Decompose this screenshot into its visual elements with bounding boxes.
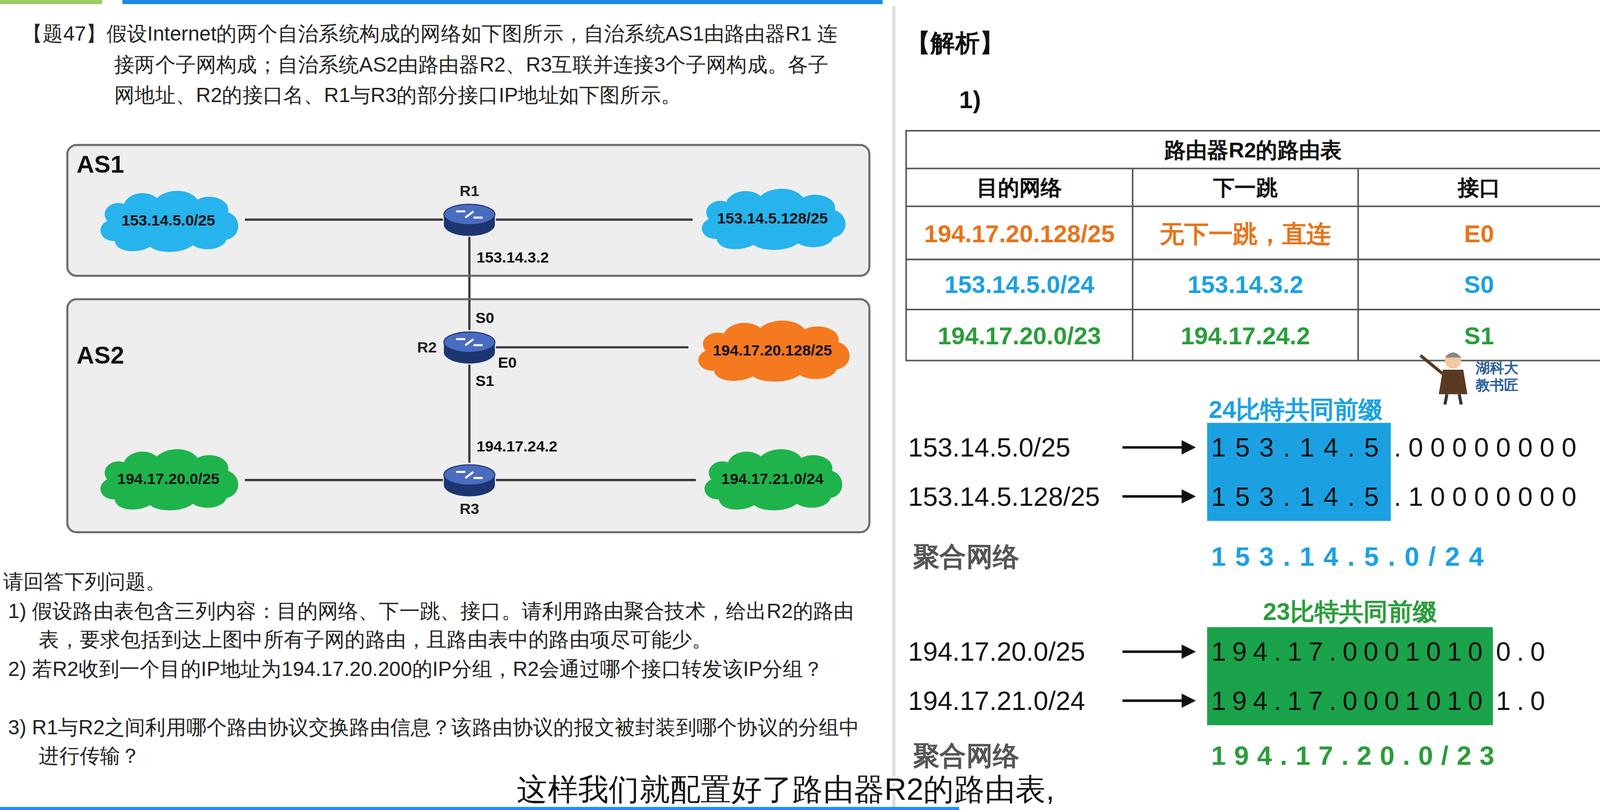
system-name: AS1 <box>76 150 125 179</box>
table-cell: 下一跳 <box>1132 168 1358 207</box>
subnet-address: 153.14.5.128/25 <box>717 208 828 226</box>
cloud-outline <box>100 449 239 511</box>
prefix-bits: 194.17.0001010 <box>1211 684 1489 717</box>
host-bits: .10000000 <box>1393 480 1584 512</box>
link-line <box>468 237 471 330</box>
cloud-outline <box>697 320 850 382</box>
as-fill <box>67 298 870 532</box>
subnet-cloud: 194.17.20.128/25 <box>688 313 857 385</box>
subnet-address: 194.17.21.0/24 <box>721 469 824 487</box>
table-cell: 153.14.5.0/24 <box>906 259 1133 310</box>
prefix-bits: 153.14.5 <box>1211 480 1388 512</box>
interface-address: 194.17.24.2 <box>476 437 558 456</box>
table-cell: 接口 <box>1358 168 1600 207</box>
router-name: R3 <box>459 499 480 518</box>
autonomous-system-box: AS2R2194.17.20.128/25194.17.20.0/25R3194… <box>66 297 871 533</box>
subnet-cloud: 194.17.20.0/25 <box>91 442 246 514</box>
router-icon: R2 <box>442 329 496 365</box>
route-table-grid <box>906 130 1600 361</box>
interface-name: S0 <box>475 308 495 327</box>
router-icon: R3 <box>442 462 496 497</box>
question-text: 2) 若R2收到一个目的IP地址为194.17.20.200的IP分组，R2会通… <box>8 654 876 683</box>
video-subtitle: 这样我们就配置好了路由器R2的路由表, <box>448 772 1123 807</box>
table-cell: 194.17.20.128/25 <box>906 206 1133 260</box>
question-text: 【题47】假设Internet的两个自治系统构成的网络如下图所示，自治系统AS1… <box>22 18 839 111</box>
question-text: 请回答下列问题。 <box>3 566 167 595</box>
table-cell: E0 <box>1358 206 1600 260</box>
subnet-address: 194.17.21.0/24 <box>908 684 1086 717</box>
aggregate-address: 194.17.20.0/23 <box>1211 739 1503 772</box>
interface-name: S1 <box>475 371 495 390</box>
subnet-cloud: 194.17.21.0/24 <box>695 442 850 514</box>
prefix-bits: 194.17.0001010 <box>1211 635 1489 668</box>
table-cell: S1 <box>1358 309 1600 361</box>
subnet-address: 153.14.5.128/25 <box>908 480 1100 512</box>
interface-address: 153.14.3.2 <box>476 248 550 267</box>
cloud-outline <box>704 449 843 511</box>
table-cell: 153.14.3.2 <box>1132 259 1358 310</box>
panel-divider <box>892 6 896 810</box>
question-text: 3) R1与R2之间利用哪个路由协议交换路由信息？该路由协议的报文被封装到哪个协… <box>8 712 876 771</box>
progress-bar <box>0 0 103 5</box>
host-bits: 1.0 <box>1495 684 1552 717</box>
router-icon: R1 <box>442 202 496 237</box>
router-symbol <box>442 329 496 365</box>
subnet-cloud: 153.14.5.0/25 <box>91 183 246 256</box>
item-number: 1) <box>959 84 982 114</box>
host-bits: 0.0 <box>1495 635 1552 668</box>
table-cell: S0 <box>1358 259 1600 310</box>
router-symbol <box>442 202 496 237</box>
cloud-outline <box>701 188 846 250</box>
aggregate-caption: 聚合网络 <box>913 540 1020 573</box>
prefix-highlight <box>1207 626 1493 725</box>
progress-bar <box>0 806 960 810</box>
subnet-address: 153.14.5.0/25 <box>908 431 1071 463</box>
subnet-address: 153.14.5.0/25 <box>121 210 215 228</box>
system-name: AS2 <box>76 341 125 370</box>
table-cell: 194.17.20.0/23 <box>906 309 1133 361</box>
aggregate-caption: 聚合网络 <box>913 739 1020 772</box>
subnet-address: 194.17.20.0/25 <box>908 635 1086 668</box>
host-bits: .00000000 <box>1393 431 1584 463</box>
table-title: 路由器R2的路由表 <box>906 130 1600 169</box>
router-name: R2 <box>417 338 438 357</box>
aggregate-address: 153.14.5.0/24 <box>1211 540 1493 573</box>
question-text: 1) 假设路由表包含三列内容：目的网络、下一跳、接口。请利用路由聚合技术，给出R… <box>8 596 876 654</box>
prefix-caption: 23比特共同前缀 <box>1247 595 1452 626</box>
interface-name: E0 <box>497 353 517 372</box>
cloud-outline <box>100 190 239 252</box>
section-heading: 【解析】 <box>906 26 1005 57</box>
autonomous-system-box: AS1 153.14.5.0/25 R1 153.14.5.128/25 <box>66 144 871 277</box>
link-line <box>244 218 443 221</box>
link-line <box>468 364 471 463</box>
prefix-highlight <box>1207 422 1391 521</box>
teacher-figure <box>1420 352 1468 405</box>
table-cell: 目的网络 <box>906 168 1133 207</box>
router-name: R1 <box>459 181 480 200</box>
link-line <box>495 346 689 349</box>
link-line <box>244 478 443 481</box>
prefix-bits: 153.14.5 <box>1211 431 1388 463</box>
table-cell: 194.17.24.2 <box>1132 309 1358 361</box>
subnet-address: 194.17.20.128/25 <box>712 340 832 358</box>
table-cell: 无下一跳，直连 <box>1132 206 1358 260</box>
link-line <box>495 218 693 221</box>
watermark: 湖科大 教书匠 <box>1475 359 1523 394</box>
prefix-caption: 24比特共同前缀 <box>1193 393 1398 423</box>
router-symbol <box>442 462 496 497</box>
subnet-cloud: 153.14.5.128/25 <box>692 181 852 254</box>
link-line <box>495 478 696 481</box>
subnet-address: 194.17.20.0/25 <box>117 469 220 487</box>
progress-bar <box>122 0 883 5</box>
mapping-arrows <box>1122 440 1196 708</box>
